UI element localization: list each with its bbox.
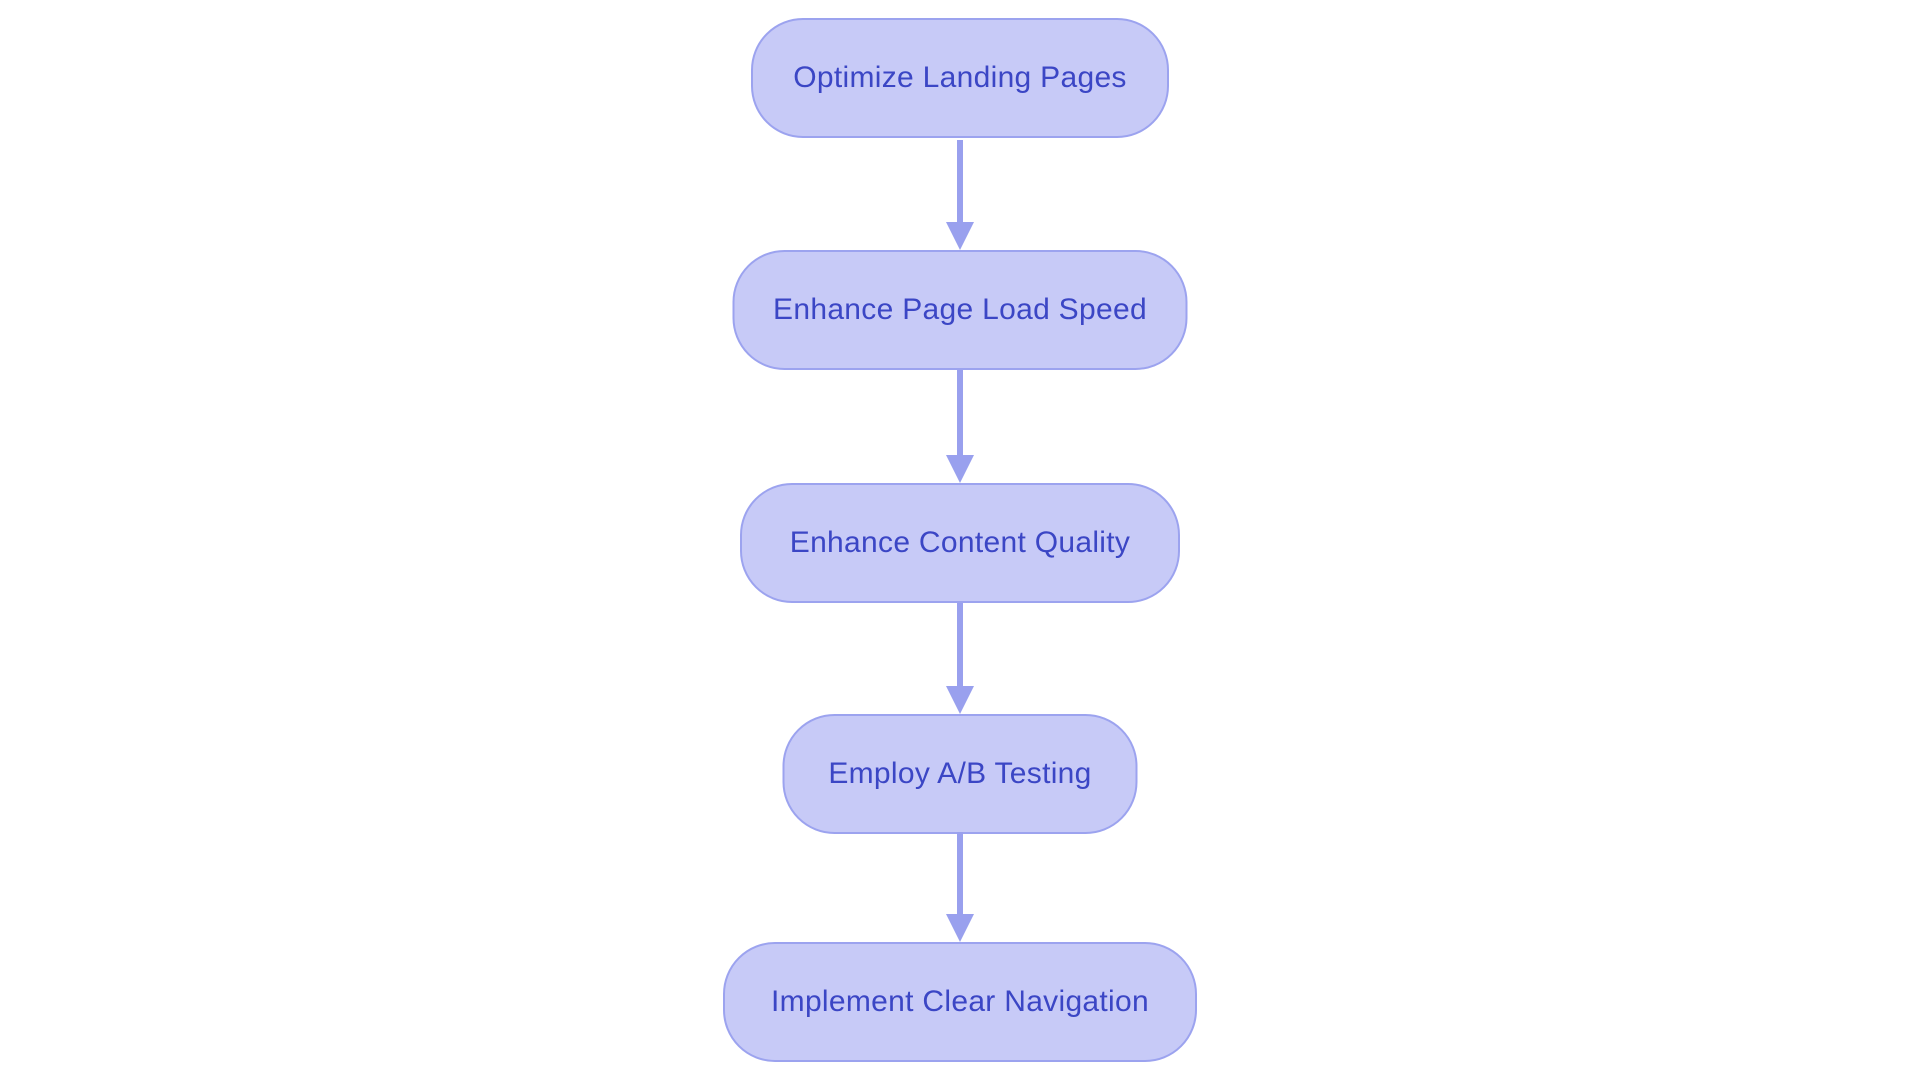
flow-arrow-3 bbox=[946, 603, 974, 714]
flow-arrow-2 bbox=[946, 370, 974, 483]
node-label: Implement Clear Navigation bbox=[771, 985, 1149, 1018]
arrow-shaft bbox=[957, 832, 963, 914]
arrow-shaft bbox=[957, 140, 963, 222]
flow-node-employ-ab-testing: Employ A/B Testing bbox=[782, 714, 1138, 834]
flow-node-optimize-landing-pages: Optimize Landing Pages bbox=[751, 18, 1169, 138]
flow-node-implement-clear-navigation: Implement Clear Navigation bbox=[723, 942, 1197, 1062]
flow-arrow-1 bbox=[946, 140, 974, 250]
node-label: Enhance Content Quality bbox=[789, 526, 1131, 559]
arrow-shaft bbox=[957, 603, 963, 686]
node-label: Optimize Landing Pages bbox=[793, 61, 1127, 94]
node-label: Employ A/B Testing bbox=[828, 757, 1092, 790]
arrow-head-down-icon bbox=[946, 222, 974, 250]
arrow-head-down-icon bbox=[946, 914, 974, 942]
arrow-head-down-icon bbox=[946, 686, 974, 714]
flow-node-enhance-page-load-speed: Enhance Page Load Speed bbox=[732, 250, 1188, 370]
arrow-head-down-icon bbox=[946, 455, 974, 483]
flow-arrow-4 bbox=[946, 832, 974, 942]
flow-node-enhance-content-quality: Enhance Content Quality bbox=[740, 483, 1180, 603]
arrow-shaft bbox=[957, 370, 963, 455]
node-label: Enhance Page Load Speed bbox=[773, 293, 1147, 326]
